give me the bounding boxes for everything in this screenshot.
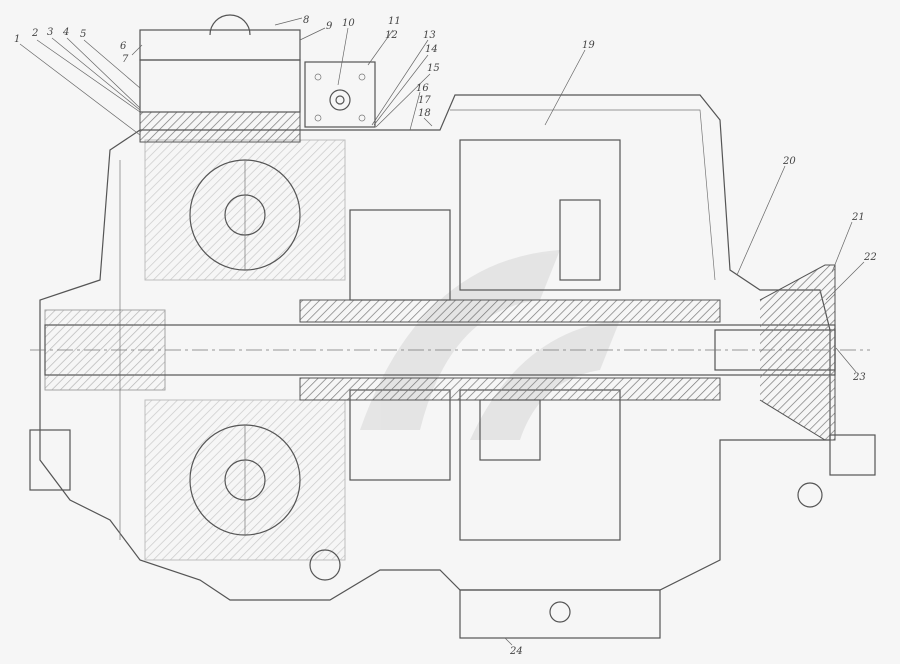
callout-20: 20 bbox=[782, 156, 796, 167]
callout-5: 5 bbox=[80, 29, 86, 40]
callout-23: 23 bbox=[852, 372, 866, 383]
leader-lines bbox=[19, 17, 865, 646]
callout-18: 18 bbox=[418, 108, 431, 119]
callout-7: 7 bbox=[122, 54, 129, 65]
callout-14: 14 bbox=[425, 44, 438, 55]
callout-1: 1 bbox=[14, 34, 20, 45]
output-flange bbox=[759, 264, 836, 441]
callout-10: 10 bbox=[342, 18, 355, 29]
callout-17: 17 bbox=[418, 95, 431, 106]
callout-15: 15 bbox=[427, 63, 440, 74]
control-valve-block bbox=[139, 14, 301, 143]
pump-cover bbox=[304, 61, 376, 128]
callout-19: 19 bbox=[582, 40, 595, 51]
main-shaft bbox=[30, 299, 870, 401]
callout-21: 21 bbox=[851, 212, 865, 223]
callout-2: 2 bbox=[31, 28, 38, 39]
callout-4: 4 bbox=[62, 27, 69, 38]
callout-11: 11 bbox=[388, 16, 401, 27]
watermark-logo bbox=[360, 250, 620, 440]
callout-16: 16 bbox=[416, 83, 429, 94]
lower-bevel-gear bbox=[189, 424, 301, 536]
callout-8: 8 bbox=[303, 15, 309, 26]
bottom-sump bbox=[309, 549, 661, 639]
callout-24: 24 bbox=[509, 646, 523, 657]
callout-3: 3 bbox=[47, 27, 53, 38]
callout-22: 22 bbox=[863, 252, 877, 263]
callout-12: 12 bbox=[385, 30, 398, 41]
upper-bevel-gear bbox=[189, 159, 301, 271]
callout-9: 9 bbox=[326, 21, 333, 32]
callout-labels: 1 2 3 4 5 6 7 8 9 10 11 12 13 14 15 16 1… bbox=[14, 15, 877, 657]
callout-13: 13 bbox=[423, 30, 436, 41]
side-fitting bbox=[29, 429, 876, 508]
callout-6: 6 bbox=[120, 41, 127, 52]
